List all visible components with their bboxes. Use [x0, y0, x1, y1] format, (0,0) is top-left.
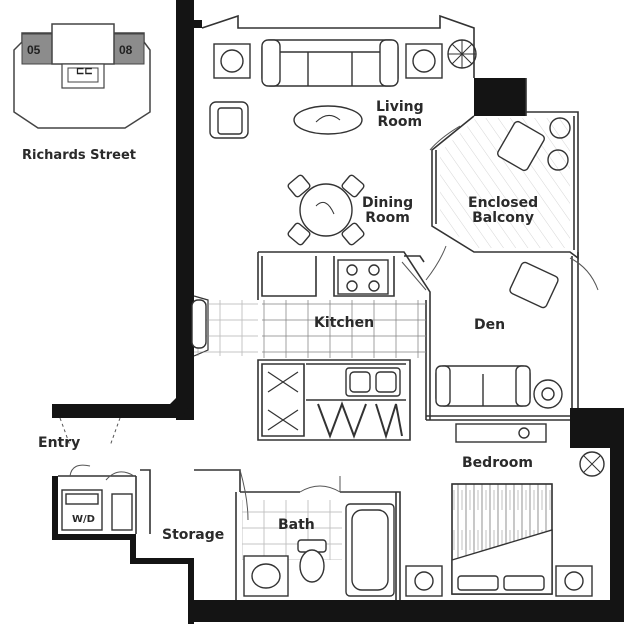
entry-label: Entry — [38, 435, 81, 451]
balcony-chair — [497, 120, 545, 172]
stove — [337, 259, 389, 295]
washer-dryer — [61, 489, 133, 531]
living-room-label-line2: Room — [377, 114, 423, 130]
exterior-walls — [52, 0, 624, 624]
dining-table — [287, 174, 365, 246]
bedroom-plant-icon — [579, 451, 605, 477]
den-armchair — [509, 261, 559, 309]
balcony-label: Enclosed Balcony — [468, 196, 538, 226]
living-sofa — [261, 39, 399, 87]
dining-room-label: Dining Room — [362, 196, 413, 226]
living-room-label: Living Room — [376, 100, 424, 130]
bed — [451, 483, 553, 595]
balcony-label-line2: Balcony — [472, 210, 535, 226]
street-label: Richards Street — [22, 148, 137, 163]
coffee-table — [293, 105, 363, 135]
plant-icon — [447, 39, 477, 69]
kitchen-label: Kitchen — [314, 315, 375, 331]
elevator-mark: ⊏⊏ — [76, 66, 93, 77]
bathtub — [345, 503, 395, 597]
furniture — [61, 39, 605, 597]
balcony-plant-icon — [547, 117, 571, 171]
bath-label: Bath — [278, 517, 315, 533]
storage-label: Storage — [162, 527, 225, 543]
toilet — [297, 539, 327, 583]
key-plan — [13, 23, 151, 129]
laundry-wd — [267, 371, 403, 440]
balcony-label-line1: Enclosed — [468, 195, 539, 211]
kitchen-floor — [262, 300, 426, 358]
wall-panel — [191, 299, 207, 349]
bedroom-label: Bedroom — [462, 455, 533, 471]
unit-08-label: 08 — [119, 43, 133, 57]
interior-walls — [58, 14, 579, 600]
dresser — [455, 423, 547, 443]
bath-sink — [243, 555, 289, 597]
dining-room-label-line1: Dining — [362, 195, 414, 211]
den-sofa — [435, 365, 531, 407]
kitchen-sink — [345, 367, 401, 397]
dining-room-label-line2: Room — [365, 210, 410, 226]
living-room-label-line1: Living — [376, 99, 424, 115]
den-label: Den — [474, 317, 506, 333]
unit-05-label: 05 — [27, 43, 41, 57]
washer-dryer-label: W/D — [72, 514, 95, 525]
balcony-floor — [440, 118, 570, 248]
